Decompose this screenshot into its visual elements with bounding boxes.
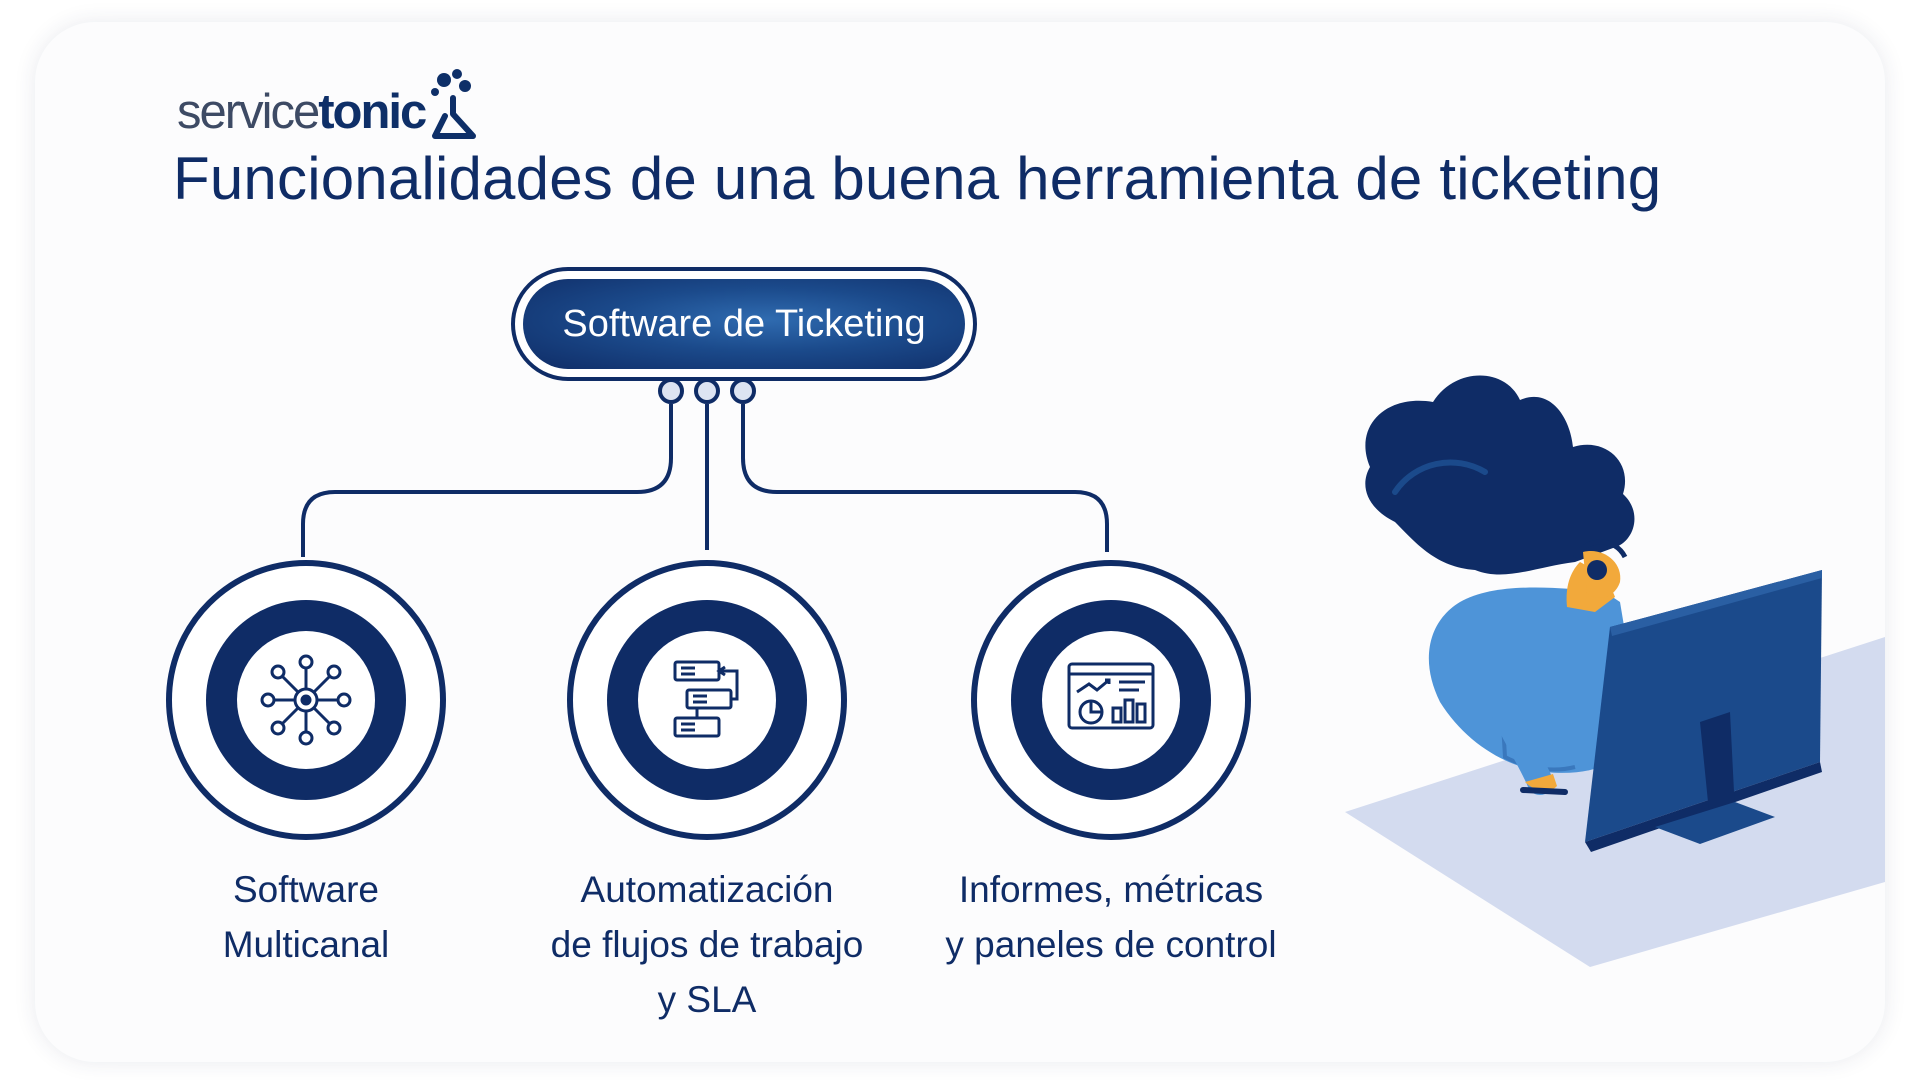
feature-node-multichannel	[166, 560, 446, 840]
workflow-automation-icon	[673, 660, 739, 738]
logo-text-light: service	[177, 85, 320, 139]
dashboard-report-icon	[1067, 662, 1155, 730]
hub-label: Software de Ticketing	[523, 279, 965, 369]
feature-node-reports	[971, 560, 1251, 840]
connector-lines	[301, 378, 1109, 557]
feature-label-multichannel: Software Multicanal	[222, 869, 390, 965]
logo-text-bold: tonic	[318, 85, 427, 139]
infographic-card: servicetonic Funcionalidades de una buen…	[35, 22, 1885, 1062]
page-title: Funcionalidades de una buena herramienta…	[173, 145, 1662, 212]
feature-node-workflow	[567, 560, 847, 840]
feature-label-workflow: Automatización de flujos de trabajo y SL…	[550, 869, 864, 1020]
feature-label-reports: Informes, métricas y paneles de control	[945, 869, 1277, 965]
woman-at-computer-illustration	[1345, 375, 1885, 967]
network-hub-icon	[260, 654, 352, 746]
ticketing-software-hub: Software de Ticketing	[511, 267, 977, 381]
flask-icon	[431, 69, 476, 139]
